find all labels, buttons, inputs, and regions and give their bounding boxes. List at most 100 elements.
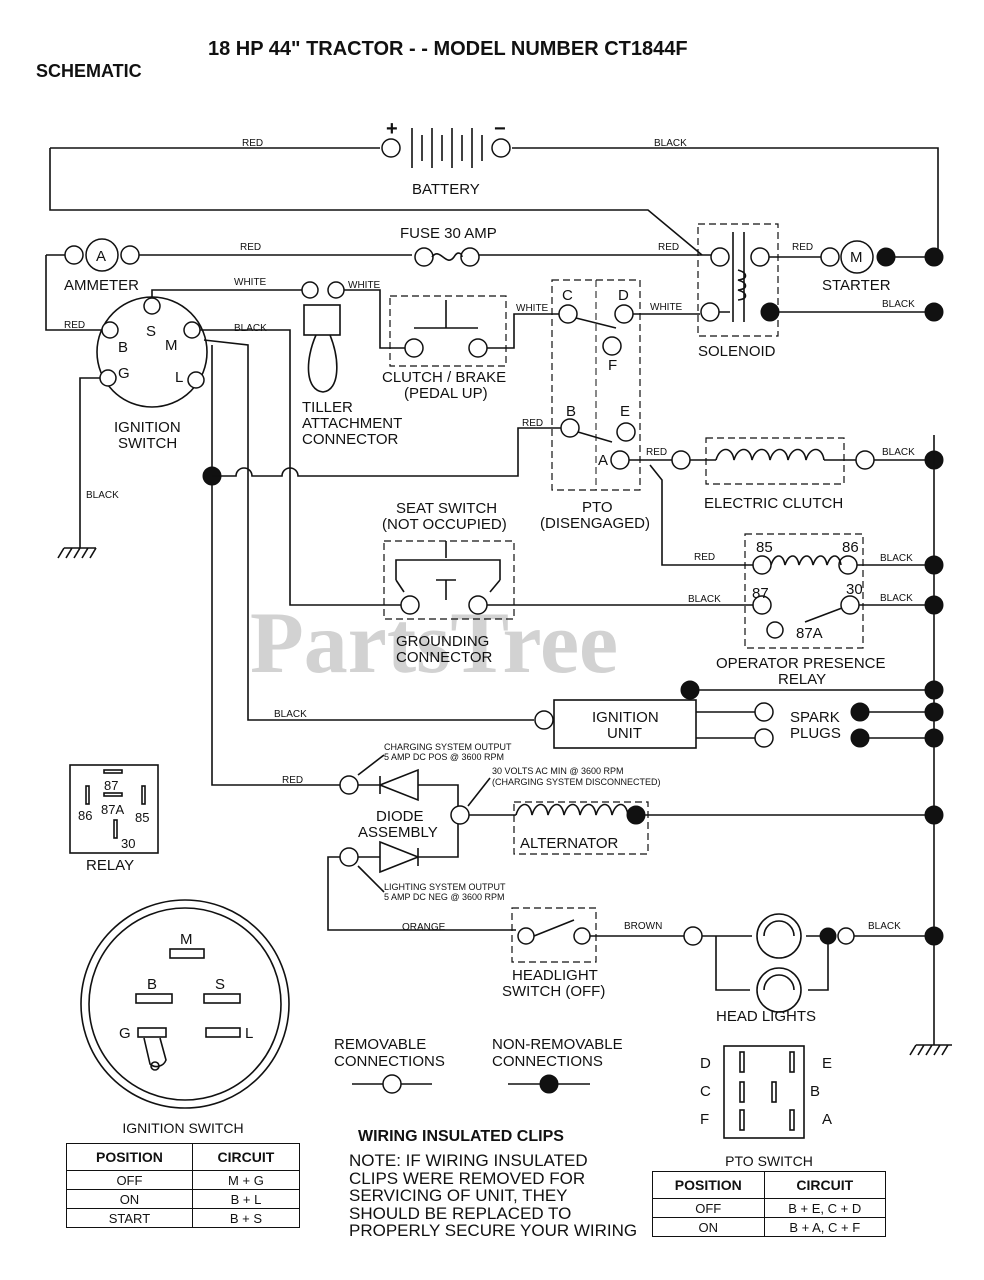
pto-terminal-c: C bbox=[562, 287, 573, 304]
clips-note-line-4: SHOULD BE REPLACED TO bbox=[349, 1203, 572, 1223]
non-removable-label-1: NON-REMOVABLE bbox=[492, 1036, 623, 1053]
relay-label: RELAY bbox=[86, 857, 134, 874]
ignition-switch: S B M G L IGNITION SWITCH WHITE BLACK BL… bbox=[57, 277, 534, 721]
clips-note-line-3: SERVICING OF UNIT, THEY bbox=[349, 1186, 568, 1205]
pto-switch: C D F B E A WHITE PTO (DISENGAGED) bbox=[540, 279, 700, 532]
table-header: POSITION bbox=[652, 1171, 765, 1199]
watermark: PartsTree bbox=[250, 595, 618, 692]
wire-red-label: RED bbox=[522, 418, 543, 429]
clips-heading: WIRING INSULATED CLIPS bbox=[358, 1128, 564, 1145]
pto-terminal-e: E bbox=[620, 403, 630, 420]
tiller-connector: TILLER ATTACHMENT CONNECTOR WHITE bbox=[301, 280, 408, 448]
wire-red-label: RED bbox=[694, 552, 715, 563]
wire-orange-label: ORANGE bbox=[402, 922, 446, 933]
table-header: CIRCUIT bbox=[191, 1143, 301, 1171]
terminal-m: M bbox=[165, 337, 178, 354]
seat-switch: SEAT SWITCH (NOT OCCUPIED) GROUNDING CON… bbox=[382, 500, 515, 666]
alternator: ALTERNATOR bbox=[513, 801, 944, 855]
spark-plugs-label-1: SPARK bbox=[790, 709, 840, 726]
face-g: G bbox=[119, 1025, 131, 1042]
removable-label-1: REMOVABLE bbox=[334, 1036, 426, 1053]
grounding-connector-label-1: GROUNDING bbox=[396, 633, 489, 650]
wire-red-label: RED bbox=[658, 242, 679, 253]
table-row: START B + S bbox=[66, 1208, 301, 1228]
terminal-g: G bbox=[118, 365, 130, 382]
headlight-switch-label-2: SWITCH (OFF) bbox=[502, 983, 605, 1000]
wire-red-label: RED bbox=[242, 138, 263, 149]
ignition-switch-label-2: SWITCH bbox=[118, 435, 177, 452]
electric-clutch: RED BLACK ELECTRIC CLUTCH RED bbox=[629, 437, 944, 566]
battery-label: BATTERY bbox=[412, 181, 480, 198]
relay-sym-87a: 87A bbox=[101, 802, 124, 817]
table-cell: M + G bbox=[191, 1170, 301, 1190]
spark-plugs-label-2: PLUGS bbox=[790, 725, 841, 742]
wire-red-label: RED bbox=[282, 775, 303, 786]
table-row: ON B + A, C + F bbox=[652, 1217, 886, 1237]
battery-positive: + bbox=[386, 118, 398, 140]
table-cell: OFF bbox=[652, 1198, 765, 1218]
operator-presence-relay: 85 86 87 30 87A BLACK BLACK OPERATOR PRE… bbox=[484, 533, 944, 688]
diode-label-1: DIODE bbox=[376, 808, 424, 825]
wire-black-label: BLACK bbox=[234, 323, 267, 334]
diode-assembly: CHARGING SYSTEM OUTPUT 5 AMP DC POS @ 36… bbox=[327, 742, 661, 933]
pto-switch-symbol: D C F E B A bbox=[700, 1045, 832, 1139]
pto-sym-f: F bbox=[700, 1111, 709, 1128]
wire-brown-label: BROWN bbox=[624, 921, 662, 932]
wire-red-label: RED bbox=[64, 320, 85, 331]
electric-clutch-label: ELECTRIC CLUTCH bbox=[704, 495, 843, 512]
ac-min-1: 30 VOLTS AC MIN @ 3600 RPM bbox=[492, 766, 624, 776]
seat-switch-label-1: SEAT SWITCH bbox=[396, 500, 497, 517]
table-cell: ON bbox=[66, 1189, 193, 1209]
pto-terminal-a: A bbox=[598, 452, 608, 469]
wire-black-label: BLACK bbox=[880, 593, 913, 604]
relay-terminal-30: 30 bbox=[846, 581, 863, 598]
ammeter-symbol: A bbox=[96, 248, 106, 265]
pto-label-2: (DISENGAGED) bbox=[540, 515, 650, 532]
terminal-l: L bbox=[175, 369, 183, 386]
face-l: L bbox=[245, 1025, 253, 1042]
wire-white-label: WHITE bbox=[650, 302, 683, 313]
table-cell: OFF bbox=[66, 1170, 193, 1190]
wire-black-label: BLACK bbox=[86, 490, 119, 501]
lighting-output-1: LIGHTING SYSTEM OUTPUT bbox=[384, 882, 506, 892]
page-title: 18 HP 44" TRACTOR - - MODEL NUMBER CT184… bbox=[208, 38, 688, 60]
relay-terminal-86: 86 bbox=[842, 539, 859, 556]
pto-sym-a: A bbox=[822, 1111, 832, 1128]
page-subtitle: SCHEMATIC bbox=[36, 61, 142, 81]
relay-terminal-87: 87 bbox=[752, 585, 769, 602]
table-cell: B + L bbox=[191, 1189, 301, 1209]
table-row: OFF B + E, C + D bbox=[652, 1198, 886, 1218]
opr-label-2: RELAY bbox=[778, 671, 826, 688]
relay-sym-30: 30 bbox=[121, 836, 135, 851]
wire-black-label: BLACK bbox=[688, 594, 721, 605]
pto-sym-d: D bbox=[700, 1055, 711, 1072]
wire-white-label: WHITE bbox=[234, 277, 267, 288]
starter-label: STARTER bbox=[822, 277, 891, 294]
wire-black-label: BLACK bbox=[882, 447, 915, 458]
headlight-circuit: HEADLIGHT SWITCH (OFF) BROWN BLACK HEAD … bbox=[502, 907, 944, 1025]
relay-terminal-87a: 87A bbox=[796, 625, 823, 642]
face-m: M bbox=[180, 931, 193, 948]
lighting-output-2: 5 AMP DC NEG @ 3600 RPM bbox=[384, 892, 505, 902]
grounding-connector-label-2: CONNECTOR bbox=[396, 649, 493, 666]
wire-red-label: RED bbox=[792, 242, 813, 253]
terminal-s: S bbox=[146, 323, 156, 340]
clips-note-line-5: PROPERLY SECURE YOUR WIRING bbox=[349, 1221, 638, 1240]
ac-min-2: (CHARGING SYSTEM DISCONNECTED) bbox=[492, 777, 661, 787]
solenoid-label: SOLENOID bbox=[698, 343, 776, 360]
face-s: S bbox=[215, 976, 225, 993]
wire-red-label: RED bbox=[240, 242, 261, 253]
table-cell: B + A, C + F bbox=[763, 1217, 886, 1237]
pto-switch-table: POSITION CIRCUIT OFF B + E, C + D ON B +… bbox=[652, 1171, 886, 1237]
seat-switch-label-2: (NOT OCCUPIED) bbox=[382, 516, 507, 533]
table-cell: B + E, C + D bbox=[763, 1198, 886, 1218]
battery-negative: − bbox=[494, 118, 506, 140]
ground-symbol bbox=[909, 1044, 952, 1056]
tiller-label-3: CONNECTOR bbox=[302, 431, 399, 448]
wire-red-label: RED bbox=[646, 447, 667, 458]
non-removable-label-2: CONNECTIONS bbox=[492, 1053, 603, 1070]
clutch-brake-label-2: (PEDAL UP) bbox=[404, 385, 488, 402]
table-header: CIRCUIT bbox=[763, 1171, 886, 1199]
face-b: B bbox=[147, 976, 157, 993]
pto-terminal-f: F bbox=[608, 357, 617, 374]
